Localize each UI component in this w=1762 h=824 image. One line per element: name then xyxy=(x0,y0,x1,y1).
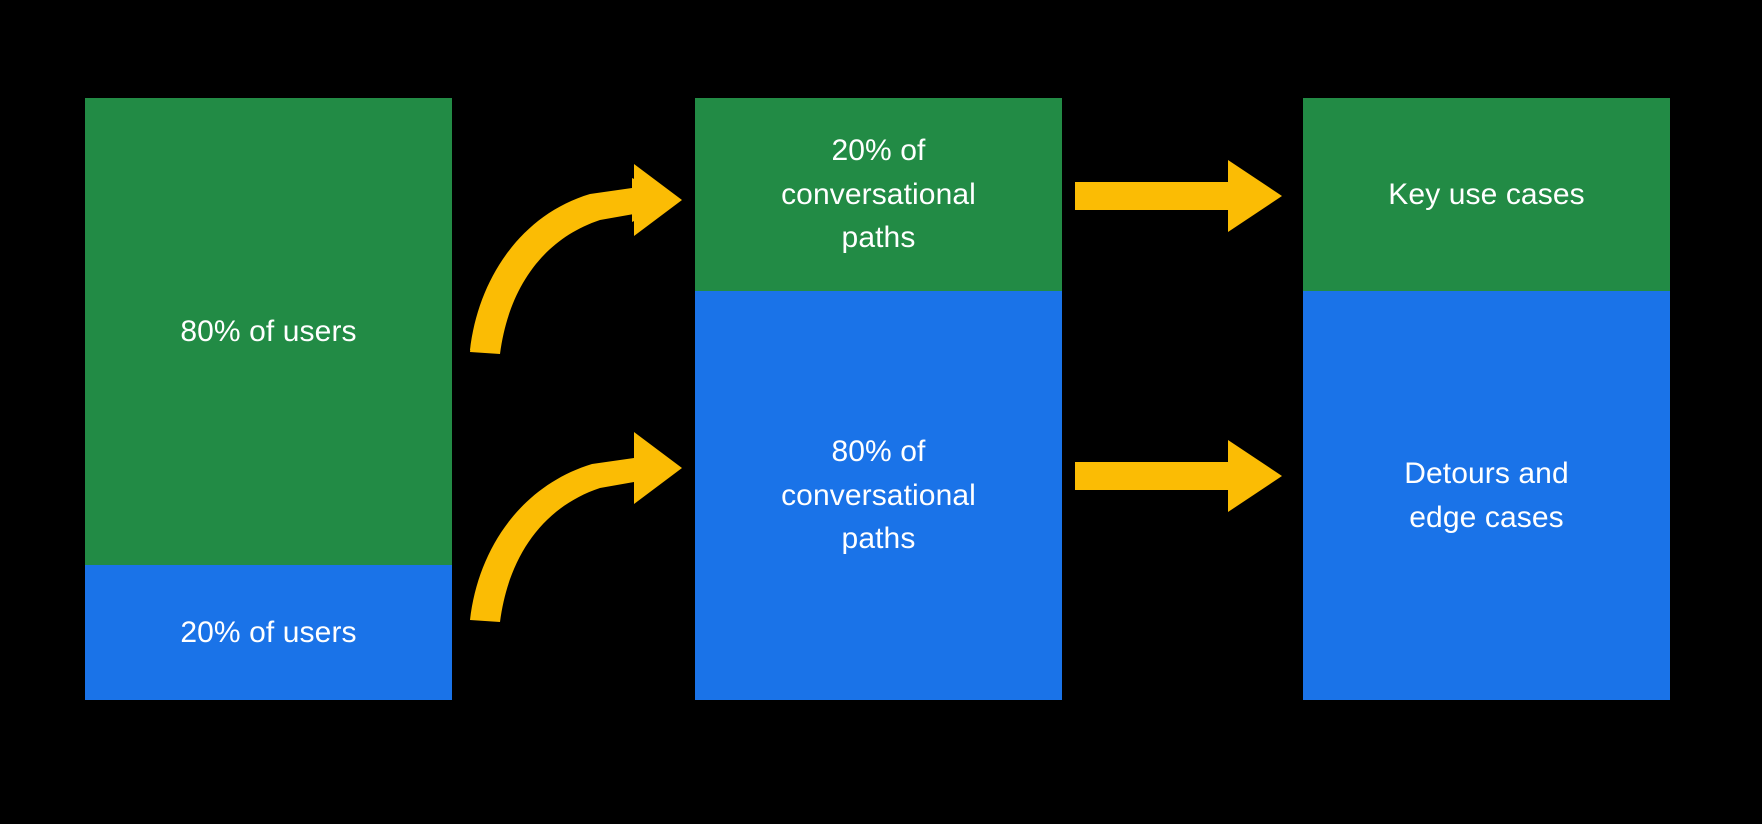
segment-users-minority-label: 20% of users xyxy=(180,615,357,649)
segment-detours-edge-cases: Detours and edge cases xyxy=(1303,291,1670,700)
arrow-users-minority-to-paths-majority-icon xyxy=(470,432,682,622)
column-users: 80% of users 20% of users xyxy=(85,98,452,700)
segment-paths-majority-label: 80% of conversational paths xyxy=(781,435,976,556)
segment-users-majority: 80% of users xyxy=(85,98,452,565)
column-outcomes: Key use cases Detours and edge cases xyxy=(1303,98,1670,700)
segment-key-use-cases-label: Key use cases xyxy=(1388,177,1585,211)
segment-key-use-cases: Key use cases xyxy=(1303,98,1670,291)
segment-paths-minority-label: 20% of conversational paths xyxy=(781,134,976,255)
segment-users-minority: 20% of users xyxy=(85,565,452,700)
arrow-users-majority-to-paths-minority-icon xyxy=(470,164,682,354)
arrow-paths-majority-to-detours-icon xyxy=(1075,440,1282,512)
arrow-paths-minority-to-key-use-cases-icon xyxy=(1075,160,1282,232)
segment-paths-minority: 20% of conversational paths xyxy=(695,98,1062,291)
segment-paths-majority: 80% of conversational paths xyxy=(695,291,1062,700)
column-conversational-paths: 20% of conversational paths 80% of conve… xyxy=(695,98,1062,700)
segment-detours-edge-cases-label: Detours and edge cases xyxy=(1404,457,1569,534)
segment-users-majority-label: 80% of users xyxy=(180,314,357,348)
